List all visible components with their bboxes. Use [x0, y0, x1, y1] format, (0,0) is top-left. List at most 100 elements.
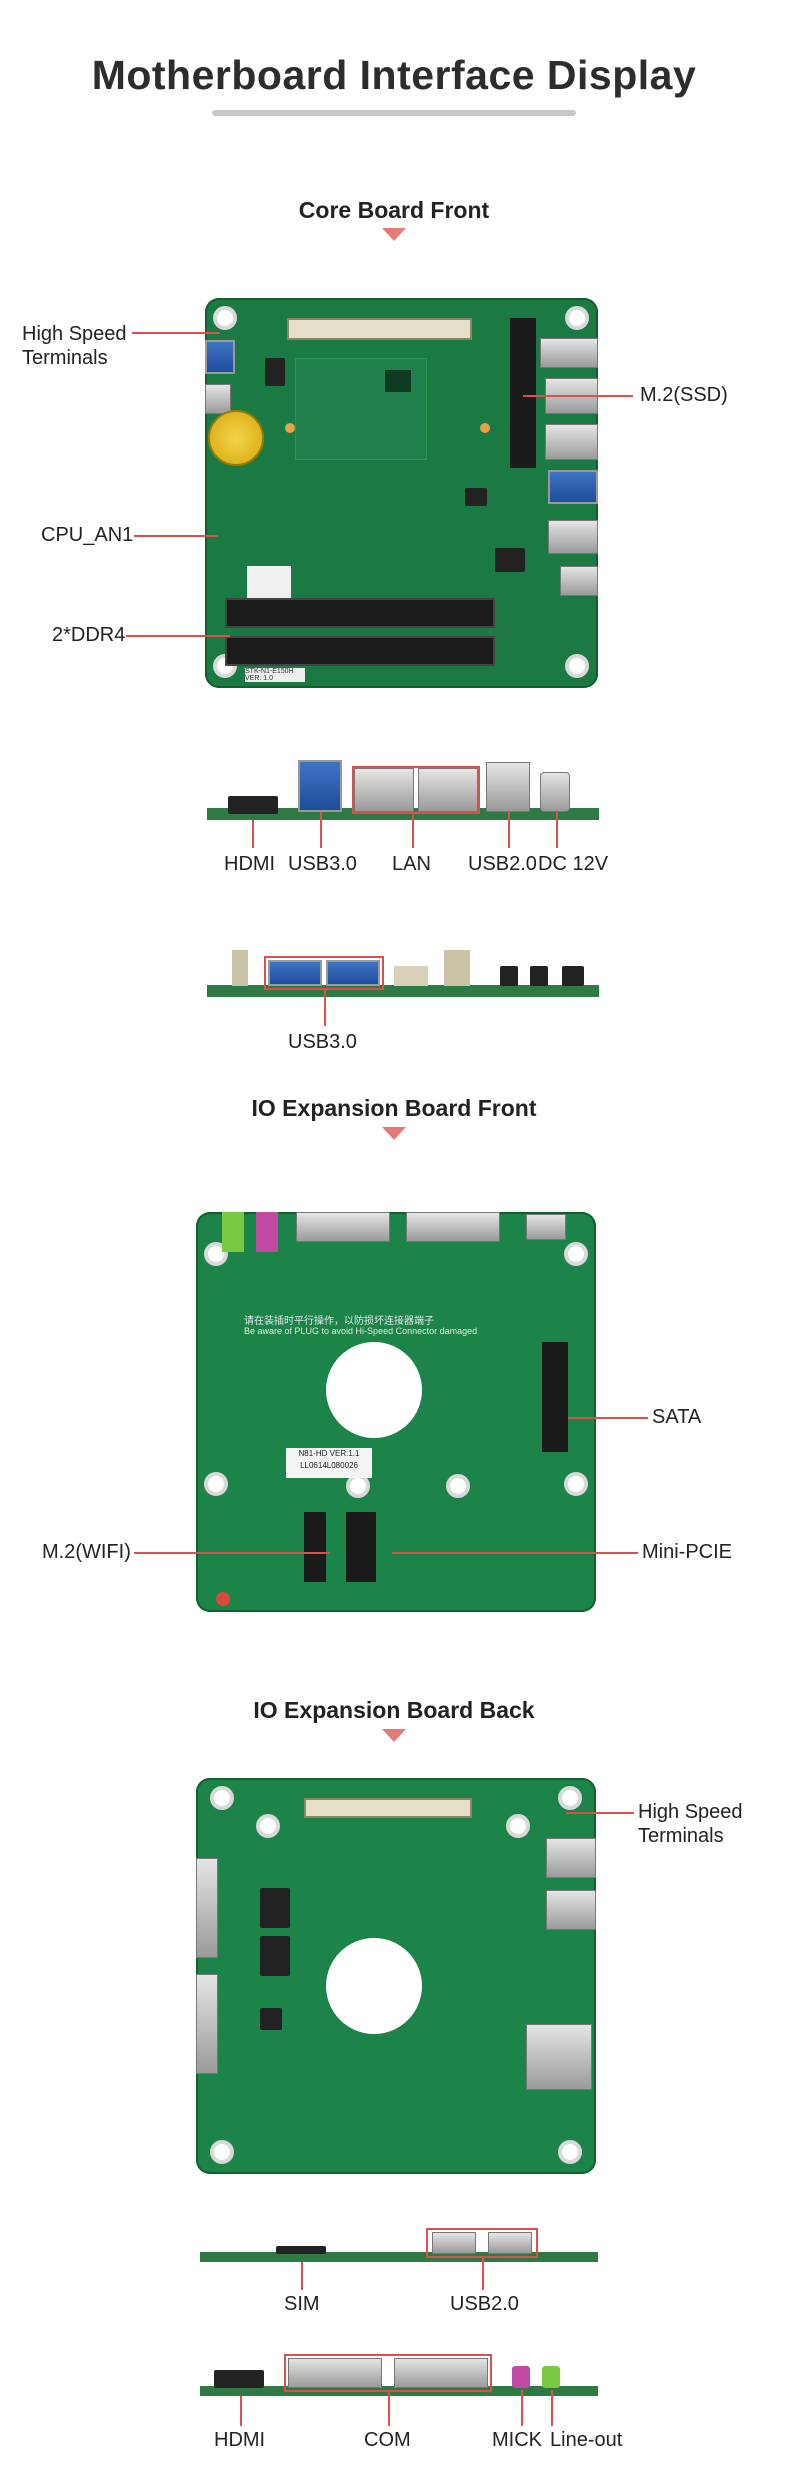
lan-port [545, 424, 598, 460]
ddr4-slot [225, 598, 495, 628]
usb2-highlight [426, 2228, 538, 2258]
label-hdmi-back: HDMI [214, 2429, 266, 2451]
mini-pcie-slot [346, 1512, 376, 1582]
mic-jack [256, 1212, 278, 1252]
mount-hole [446, 1474, 470, 1498]
line-out-jack [542, 2366, 560, 2388]
com-port [288, 2358, 382, 2388]
core-board-image: STK-N1-E150H VER: 1.0 [205, 298, 598, 688]
button [500, 966, 518, 986]
page-title: Motherboard Interface Display [91, 52, 697, 98]
high-speed-connector [304, 1798, 472, 1818]
label-sim: SIM [284, 2293, 320, 2315]
callout-line [521, 2390, 523, 2426]
center-cutout [326, 1938, 422, 2034]
usb2-port [488, 2232, 532, 2254]
com-port [196, 1858, 218, 1958]
io-back-heading: IO Expansion Board Back [253, 1697, 535, 1723]
com-port [196, 1974, 218, 2074]
callout-ddr4: 2*DDR4 [52, 624, 126, 646]
lan-highlight [352, 766, 480, 814]
callout-line [392, 1552, 638, 1554]
callout-high-speed-terminals-back: High Speed Terminals [638, 1801, 743, 1847]
version-sticker: STK-N1-E150H VER: 1.0 [245, 668, 305, 682]
callout-line [134, 535, 218, 537]
label-mick: MICK [492, 2429, 542, 2451]
callout-line [301, 2262, 303, 2290]
label-usb2: USB2.0 [468, 853, 537, 875]
label-usb3-side: USB3.0 [288, 1031, 357, 1053]
warning-cn: 请在装插时平行操作，以防损坏连接器端子 [244, 1316, 434, 1327]
hdmi-port [526, 1214, 566, 1240]
mount-hole [558, 1786, 582, 1810]
model-label: N81-HD VER:1.1 LL0614L080026 [286, 1448, 372, 1478]
mount-hole [210, 1786, 234, 1810]
callout-line [523, 395, 633, 397]
high-speed-connector [287, 318, 472, 340]
usb2-port [546, 1838, 596, 1878]
callout-line [388, 2392, 390, 2426]
line-out-jack [222, 1212, 244, 1252]
usb2-port [546, 1890, 596, 1930]
serial-text: LL0614L080026 [300, 1461, 358, 1470]
mount-hole [213, 306, 237, 330]
dc-jack [560, 566, 598, 596]
connector [232, 950, 248, 986]
usb2-port [432, 2232, 476, 2254]
ddr4-slot [225, 636, 495, 666]
connector [444, 950, 470, 986]
pcb-edge [200, 2252, 598, 2262]
down-arrow-icon [382, 228, 406, 241]
m2-slot [510, 318, 536, 468]
callout-line [508, 812, 510, 848]
io-front-board-image: 请在装插时平行操作，以防损坏连接器端子 Be aware of PLUG to … [196, 1212, 596, 1612]
lan-port [354, 768, 414, 812]
callout-line [132, 332, 220, 334]
label-dc12v: DC 12V [538, 853, 609, 875]
connector [394, 966, 428, 986]
mount-hole [204, 1472, 228, 1496]
chip [260, 1936, 290, 1976]
hdmi-port [214, 2370, 264, 2388]
cmos-battery [208, 410, 264, 466]
usb3-highlight [264, 956, 384, 990]
callout-line [126, 635, 230, 637]
callout-line [134, 1552, 330, 1554]
mount-hole [256, 1814, 280, 1838]
label-com: COM [364, 2429, 411, 2451]
callout-m2-ssd: M.2(SSD) [640, 384, 728, 406]
callout-line [412, 814, 414, 848]
callout-sata: SATA [652, 1406, 702, 1428]
title-underline [212, 110, 576, 116]
callout-line [551, 2390, 553, 2426]
callout-line [566, 1812, 634, 1814]
sim-slot-edge [276, 2246, 326, 2254]
mount-hole [210, 2140, 234, 2164]
lan-port [418, 768, 478, 812]
chip [465, 488, 487, 506]
label-line-out: Line-out [550, 2429, 623, 2451]
chip [265, 358, 285, 386]
label-hdmi: HDMI [224, 853, 276, 875]
sata-connector [542, 1342, 568, 1452]
callout-line [324, 990, 326, 1026]
usb3-port [548, 470, 598, 504]
callout-high-speed-terminals: High Speed Terminals [22, 323, 127, 369]
callout-cpu-an1: CPU_AN1 [41, 524, 134, 546]
usb3-port [326, 960, 380, 986]
screw-pad [285, 423, 295, 433]
chip [260, 2008, 282, 2030]
com-port [296, 1212, 390, 1242]
usb3-port [205, 340, 235, 374]
usb3-port [268, 960, 322, 986]
label-sticker [247, 566, 291, 600]
mount-hole [564, 1242, 588, 1266]
center-cutout [326, 1342, 422, 1438]
callout-line [240, 2396, 242, 2426]
usb3-port [298, 760, 342, 812]
io-front-heading: IO Expansion Board Front [251, 1095, 537, 1121]
callout-line [482, 2258, 484, 2290]
warning-en: Be aware of PLUG to avoid Hi-Speed Conne… [244, 1326, 478, 1336]
down-arrow-icon [382, 1127, 406, 1140]
sim-slot [526, 2024, 592, 2090]
